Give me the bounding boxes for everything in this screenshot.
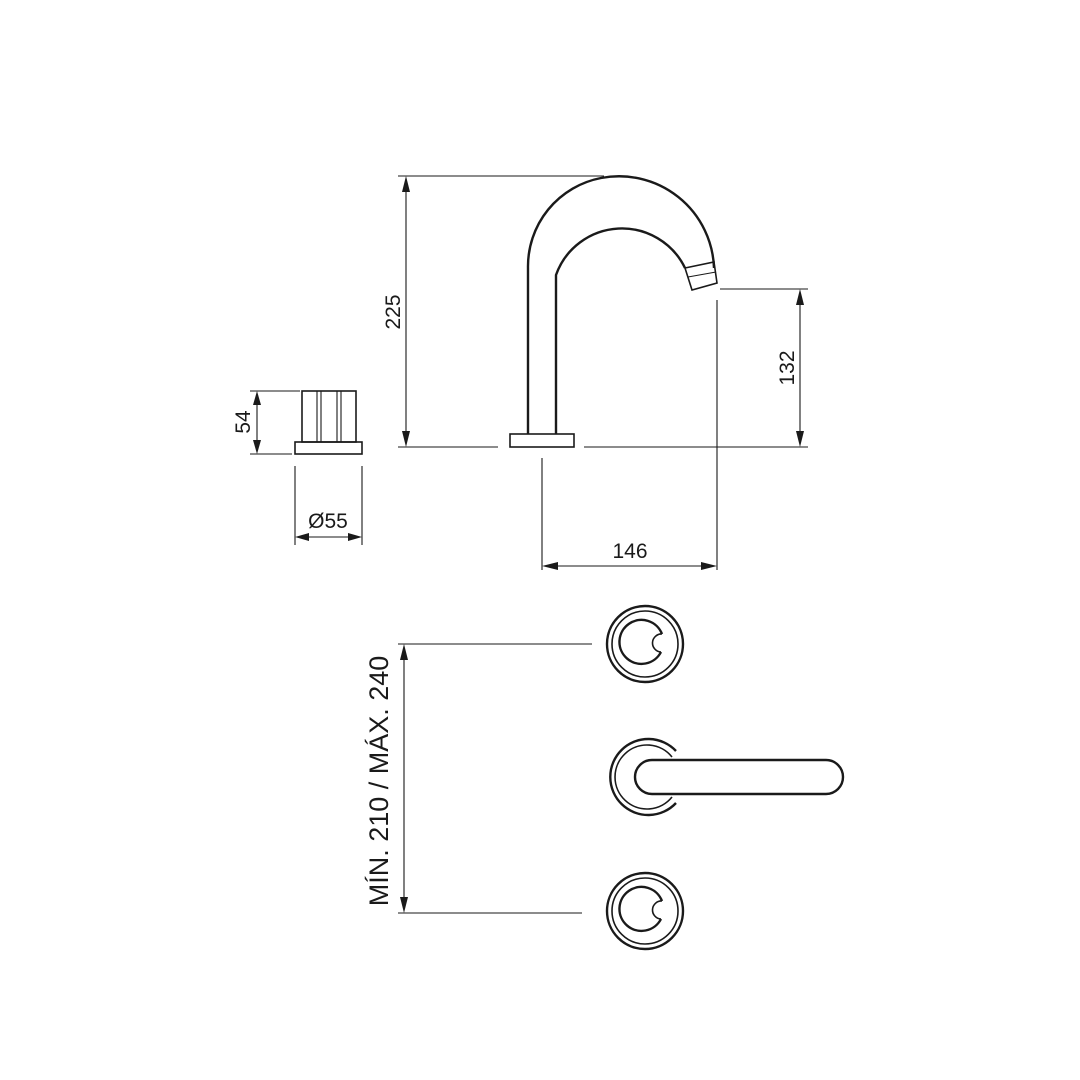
dimension-54: 54 xyxy=(232,390,300,455)
spout-side-view xyxy=(509,175,718,448)
spout-outer-contour xyxy=(526,175,716,434)
handle-base-plate xyxy=(294,441,363,455)
top-spout xyxy=(609,737,845,817)
spout-inner-contour xyxy=(554,227,687,434)
dimension-132: 132 xyxy=(776,289,804,447)
spout-aerator xyxy=(683,261,718,291)
dimension-label-146: 146 xyxy=(612,540,647,563)
handle-side-view xyxy=(294,390,363,455)
top-handle-lower xyxy=(605,871,685,951)
top-handle-upper xyxy=(605,604,685,684)
handle-knob xyxy=(301,390,357,443)
dimension-diameter-55: Ø55 xyxy=(294,466,363,545)
spout-base-plate xyxy=(509,433,575,448)
dimension-spacing: MÍN. 210 / MÁX. 240 xyxy=(364,643,592,914)
top-spout-arm xyxy=(633,758,845,796)
dimension-label-132: 132 xyxy=(776,350,799,385)
dimension-146: 146 xyxy=(542,540,717,570)
dimension-label-225: 225 xyxy=(382,294,405,329)
dimension-label-54: 54 xyxy=(232,410,255,434)
reference-lines xyxy=(398,175,808,570)
dimension-225: 225 xyxy=(382,176,410,447)
dimension-label-diameter-55: Ø55 xyxy=(308,510,348,533)
dimension-label-spacing: MÍN. 210 / MÁX. 240 xyxy=(364,656,394,907)
aerator-ring xyxy=(687,271,717,278)
